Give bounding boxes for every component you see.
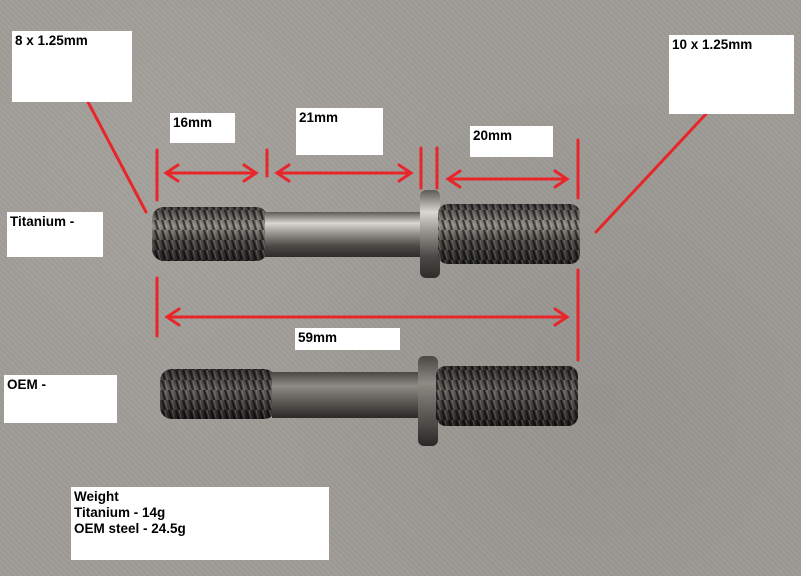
dimension-arrow-59mm — [164, 307, 570, 327]
oem-label: OEM - — [4, 375, 117, 423]
dimension-annotations — [86, 100, 708, 362]
titanium-label: Titanium - — [7, 212, 103, 257]
dim-20mm-text: 20mm — [473, 128, 513, 143]
thread-size-right-label: 10 x 1.25mm — [669, 35, 794, 114]
titanium-shaft — [265, 212, 425, 257]
thread-size-left-label: 8 x 1.25mm — [12, 31, 132, 102]
weight-oem: OEM steel - 24.5g — [74, 521, 186, 536]
oem-text: OEM - — [7, 377, 46, 392]
oem-stud — [160, 356, 578, 446]
dimension-arrow-21mm — [274, 163, 414, 183]
leader-line-left — [86, 100, 148, 214]
titanium-stud — [152, 190, 580, 278]
dim-59mm-text: 59mm — [298, 330, 338, 345]
oem-collar — [418, 356, 438, 446]
dimension-arrow-16mm — [163, 163, 259, 183]
dim-16mm-label: 16mm — [170, 113, 235, 143]
titanium-collar — [420, 190, 440, 278]
dim-21mm-label: 21mm — [296, 108, 383, 155]
weight-label: Weight Titanium - 14g OEM steel - 24.5g — [71, 487, 329, 560]
leader-line-right — [594, 112, 708, 234]
weight-titanium: Titanium - 14g — [74, 505, 166, 520]
titanium-text: Titanium - — [10, 214, 75, 229]
oem-shaft — [272, 372, 422, 418]
dim-59mm-label: 59mm — [295, 328, 400, 350]
thread-size-right-text: 10 x 1.25mm — [672, 37, 753, 52]
dimension-arrow-20mm — [445, 169, 570, 189]
dim-21mm-text: 21mm — [299, 110, 339, 125]
weight-title: Weight — [74, 489, 119, 504]
thread-size-left-text: 8 x 1.25mm — [15, 33, 88, 48]
dim-20mm-label: 20mm — [470, 126, 553, 157]
dim-16mm-text: 16mm — [173, 115, 213, 130]
